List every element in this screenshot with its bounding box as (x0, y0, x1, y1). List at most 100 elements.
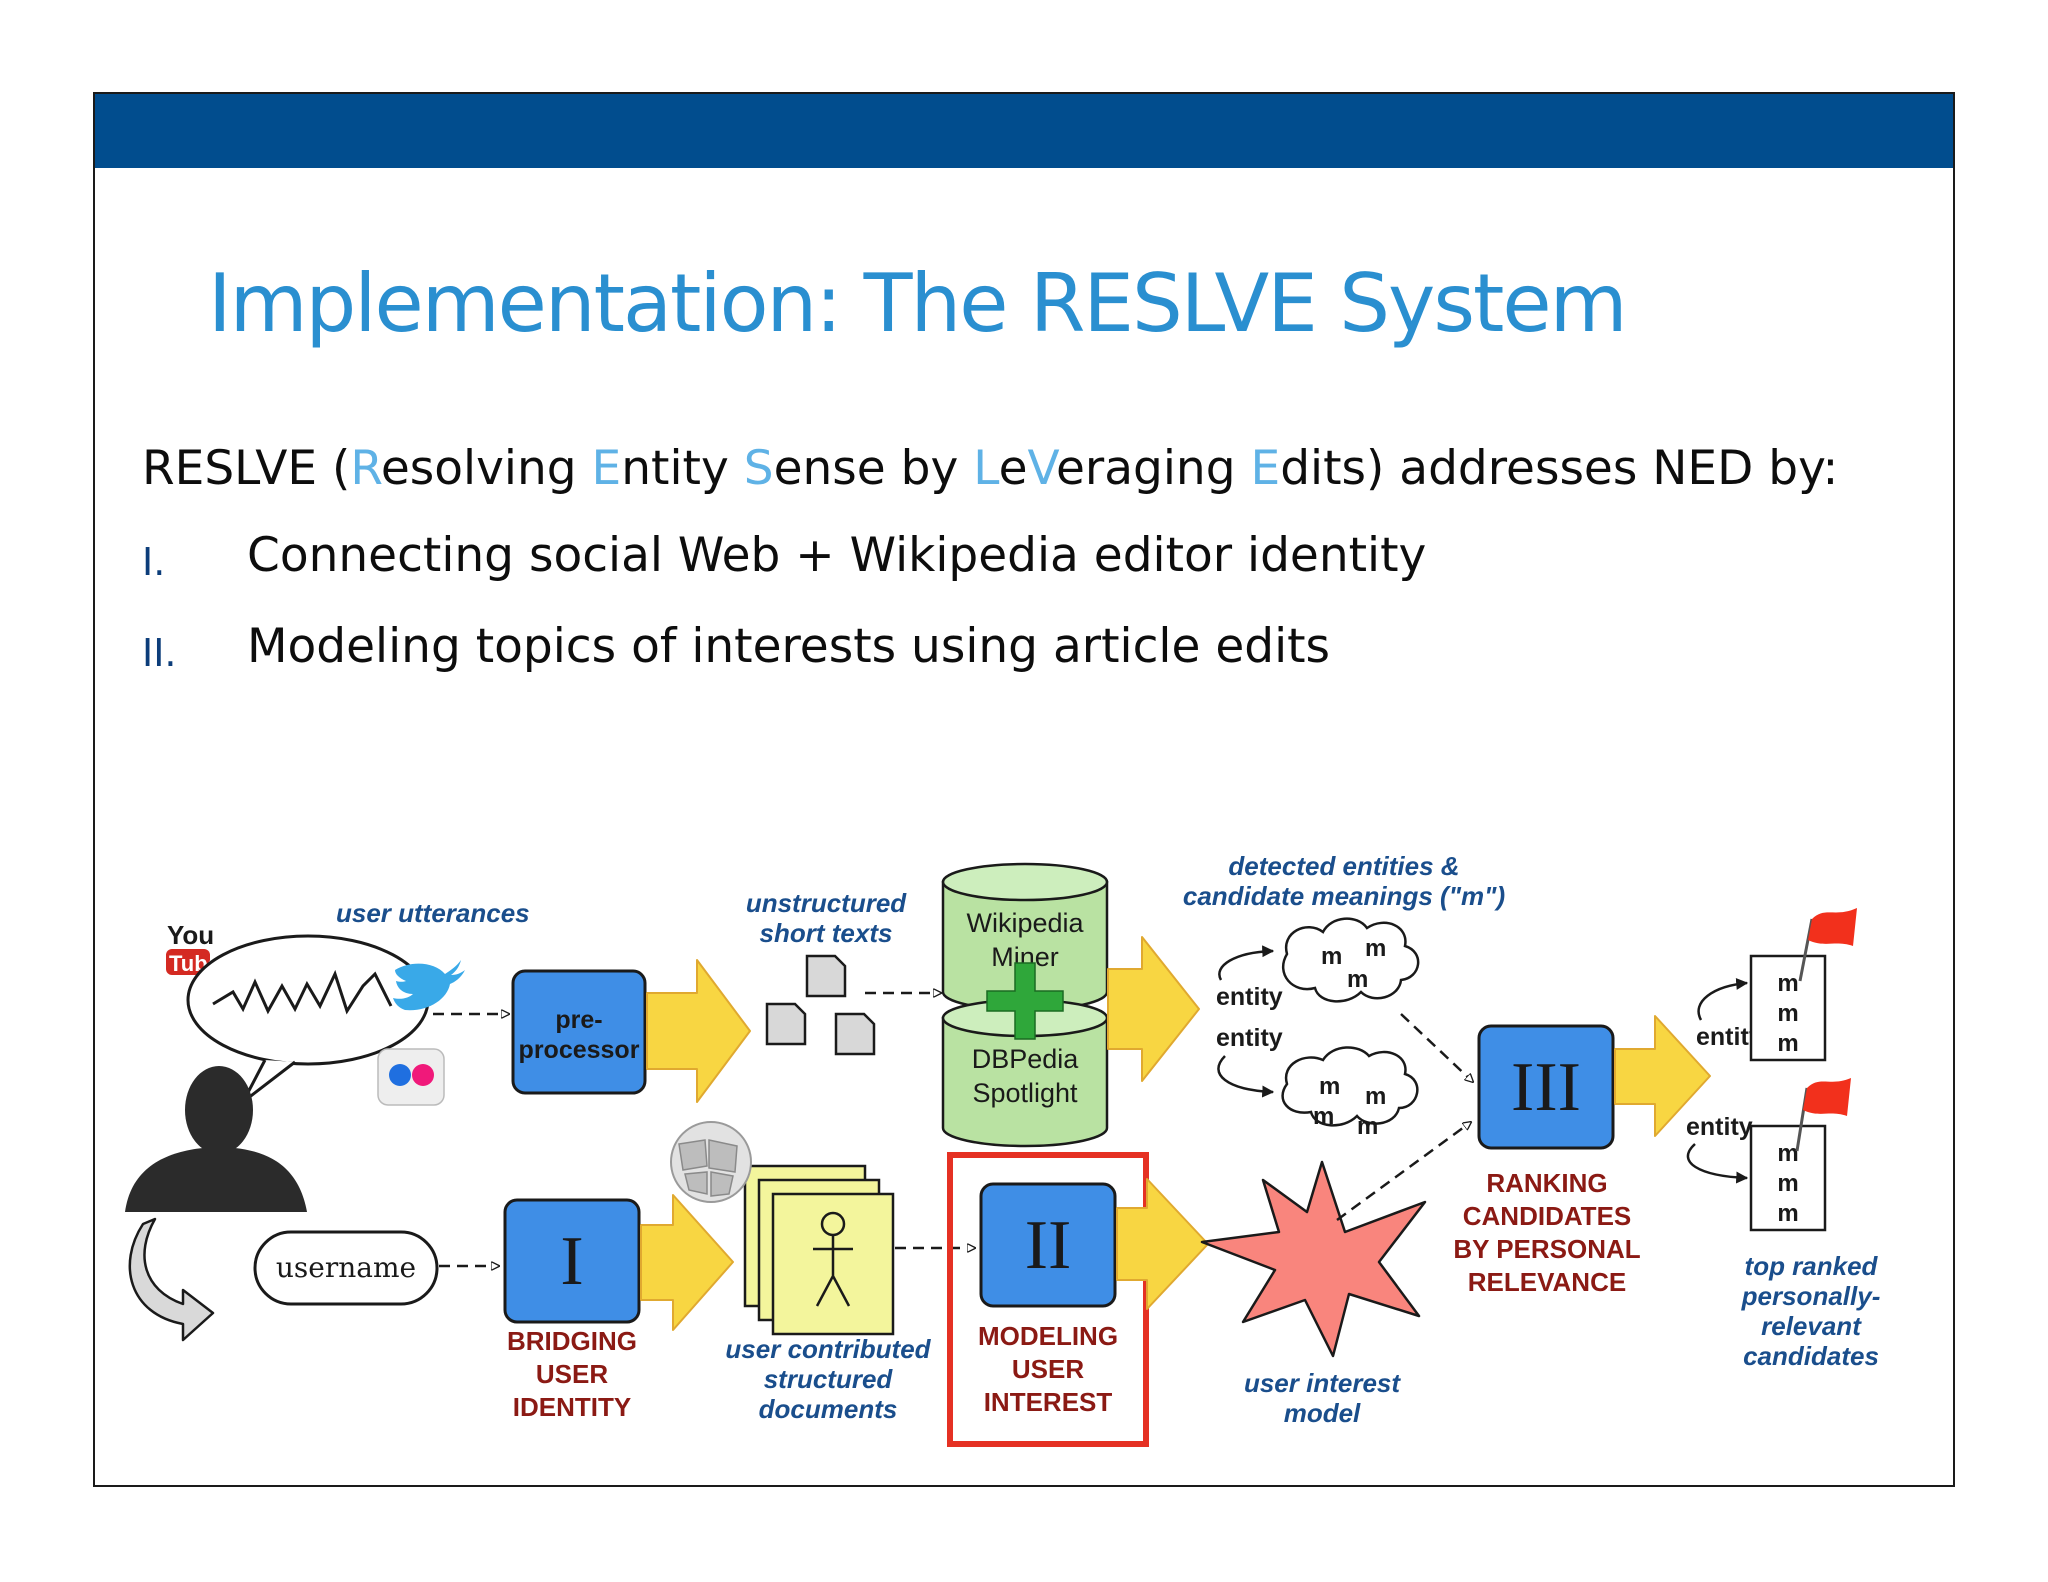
flag-pole-top (1798, 918, 1814, 982)
bullet-text-2: Modeling topics of interests using artic… (247, 619, 1331, 674)
username-pill[interactable] (253, 1230, 439, 1306)
result-list-top (1749, 954, 1827, 1062)
preprocessor-box[interactable] (511, 969, 647, 1095)
label-detected-1: detected entities & (1228, 851, 1459, 881)
candidate-cloud-1 (1281, 917, 1420, 1003)
arrow-preprocessor-to-texts (646, 959, 751, 1103)
stage-i-numeral: I (560, 1223, 583, 1300)
label-uim-1: user interest (1244, 1368, 1401, 1398)
result-top-m2: m (1777, 1000, 1798, 1027)
ranking-label-1: RANKING (1486, 1168, 1607, 1198)
entity-to-cloud2-arrow (1217, 1055, 1275, 1098)
entity-to-cloud1-arrow (1218, 945, 1275, 981)
text-doc-icon-3 (834, 1012, 876, 1056)
speech-bubble (186, 934, 430, 1066)
slide: Implementation: The RESLVE System RESLVE… (93, 92, 1955, 1487)
label-uim-2: model (1284, 1398, 1361, 1428)
bridging-label-2: USER (536, 1359, 608, 1389)
wikipedia-miner-cylinder (941, 862, 1109, 1012)
label-unstructured-1: unstructured (746, 888, 907, 918)
bullet-numeral-2: II. (142, 631, 177, 675)
silhouette-head (185, 1066, 253, 1154)
username-label: username (276, 1251, 416, 1284)
result-bottom-m1: m (1777, 1140, 1798, 1167)
cloud1-m2: m (1365, 935, 1386, 962)
document-stack (743, 1164, 895, 1336)
label-detected-2: candidate meanings ("m") (1183, 881, 1505, 911)
label-top-ranked-1: top ranked (1745, 1251, 1879, 1281)
cloud2-m3: m (1313, 1103, 1334, 1130)
flickr-logo-tile (377, 1048, 445, 1106)
bridging-label-1: BRIDGING (507, 1326, 637, 1356)
dbpedia-body (941, 1016, 1109, 1148)
curved-down-arrow (128, 1217, 215, 1342)
result-arrow-bottom (1686, 1143, 1749, 1184)
wikipedia-globe-icon (670, 1121, 752, 1203)
cloud2-m4: m (1357, 1113, 1378, 1140)
modeling-label-3: INTEREST (984, 1387, 1113, 1417)
entity-label-bottom: entity (1216, 1024, 1283, 1052)
label-top-ranked-2: personally- (1741, 1281, 1881, 1311)
dbpedia-label-1: DBPedia (972, 1044, 1080, 1074)
bullet-numeral-1: I. (142, 540, 166, 584)
stage-iii-box[interactable] (1477, 1024, 1615, 1150)
preprocessor-label-1: pre- (555, 1006, 602, 1034)
bridging-label-3: IDENTITY (513, 1392, 631, 1422)
result-top-m1: m (1777, 970, 1798, 997)
label-top-ranked-3: relevant (1761, 1311, 1862, 1341)
ranking-label-2: CANDIDATES (1463, 1201, 1632, 1231)
label-ucs-1: user contributed (725, 1334, 931, 1364)
youtube-logo-you: You (167, 920, 214, 950)
result-list-bottom (1749, 1124, 1827, 1232)
slide-title: Implementation: The RESLVE System (208, 257, 1628, 350)
red-flag-icon-bottom (1803, 1078, 1851, 1116)
title-bar (95, 94, 1953, 168)
arrow-ranking-to-results (1614, 1015, 1711, 1137)
label-unstructured-2: short texts (760, 918, 893, 948)
reslve-pipeline-diagram: user utterances You Tube (125, 851, 1881, 1447)
label-top-ranked-4: candidates (1743, 1341, 1879, 1371)
flickr-logo (377, 1048, 445, 1106)
wikipedia-miner-top (941, 862, 1109, 902)
ranking-label-4: RELEVANCE (1468, 1267, 1626, 1297)
user-silhouette-icon (125, 1066, 307, 1212)
twitter-bird-icon (393, 960, 465, 1011)
twitter-bird-shape (393, 960, 465, 1011)
cloud2-m2: m (1365, 1083, 1386, 1110)
arrow-stage-ii-to-interest-model (1116, 1178, 1209, 1310)
wikipedia-miner-label-1: Wikipedia (966, 908, 1084, 938)
dbpedia-label-2: Spotlight (972, 1078, 1078, 1108)
label-ucs-2: structured (764, 1364, 894, 1394)
stage-ii-numeral: II (1025, 1207, 1072, 1284)
entity-label-top: entity (1216, 983, 1283, 1011)
text-doc-icon-1 (805, 954, 847, 998)
silhouette-shoulders (125, 1148, 307, 1212)
modeling-label-1: MODELING (978, 1321, 1118, 1351)
dashed-arrow-clouds-to-ranking (1400, 1013, 1473, 1082)
modeling-label-2: USER (1012, 1354, 1084, 1384)
globe-pieces (678, 1139, 738, 1197)
result-bottom-m2: m (1777, 1170, 1798, 1197)
dashed-arrow-interest-to-ranking (1336, 1122, 1471, 1222)
red-flag-icon-top (1808, 908, 1857, 946)
intro-line: RESLVE (Resolving Entity Sense by LeVera… (142, 441, 1839, 496)
bullet-text-1: Connecting social Web + Wikipedia editor… (247, 528, 1427, 583)
flickr-logo-pink-dot (412, 1064, 434, 1086)
result-entity-label-bottom: entity (1686, 1113, 1753, 1141)
cloud2-m1: m (1319, 1073, 1340, 1100)
result-top-m3: m (1777, 1030, 1798, 1057)
stage-i-box[interactable] (503, 1198, 641, 1324)
preprocessor-label-2: processor (519, 1036, 640, 1064)
label-user-utterances: user utterances (336, 898, 530, 928)
candidate-cloud-2 (1281, 1046, 1419, 1127)
text-doc-icon-2 (765, 1002, 807, 1046)
plus-icon (986, 962, 1064, 1040)
user-interest-model-star (1200, 1160, 1427, 1358)
label-ucs-3: documents (759, 1394, 898, 1424)
result-arrow-top (1697, 977, 1749, 1021)
stick-figure-body (813, 1235, 853, 1307)
flickr-logo-blue-dot (389, 1064, 411, 1086)
ranking-label-3: BY PERSONAL (1453, 1234, 1640, 1264)
stage-ii-box[interactable] (979, 1182, 1117, 1308)
cloud1-m3: m (1347, 966, 1368, 993)
